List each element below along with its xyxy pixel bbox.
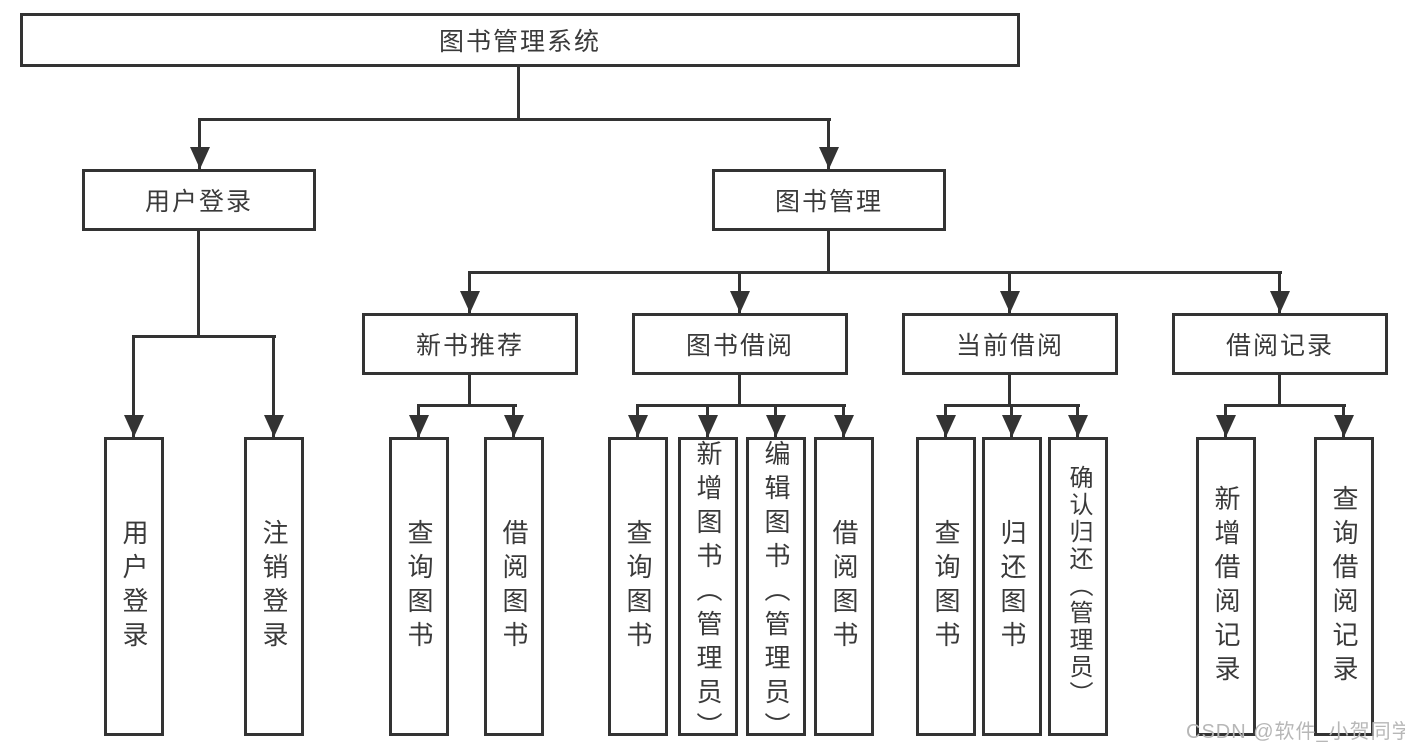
arrow-to-leaf-user-login — [123, 335, 144, 437]
connector-records-rail — [1224, 404, 1346, 407]
node-label: 当前借阅 — [955, 332, 1064, 360]
leaf-label: 编辑图书（管理员） — [761, 440, 791, 746]
arrow-to-book-borrow — [729, 271, 750, 313]
leaf-label: 查询图书 — [931, 518, 961, 655]
arrow-current-leaf-1 — [935, 404, 956, 437]
leaf-borrow-query-books: 查询图书 — [608, 437, 668, 736]
leaf-return-books: 归还图书 — [982, 437, 1042, 736]
connector-borrow-rail — [636, 404, 846, 407]
leaf-label: 借阅图书 — [829, 518, 859, 655]
leaf-add-borrow-record: 新增借阅记录 — [1196, 437, 1256, 736]
connector-current-stem — [1008, 375, 1011, 406]
node-label: 图书管理 — [774, 188, 883, 216]
node-borrow-records: 借阅记录 — [1172, 313, 1388, 375]
leaf-recommend-query-books: 查询图书 — [389, 437, 449, 736]
leaf-logout: 注销登录 — [244, 437, 304, 736]
csdn-watermark: CSDN @软件_小贺同学 — [1186, 721, 1405, 743]
leaf-label: 用户登录 — [119, 518, 149, 655]
leaf-current-query-books: 查询图书 — [916, 437, 976, 736]
leaf-label: 查询借阅记录 — [1329, 484, 1359, 689]
arrow-to-borrow-records — [1269, 271, 1290, 313]
connector-book-management-stem — [827, 231, 830, 274]
connector-user-login-stem — [197, 231, 200, 337]
leaf-label: 新增图书（管理员） — [693, 440, 723, 746]
arrow-to-leaf-logout — [263, 335, 284, 437]
arrow-to-user-login — [189, 118, 210, 169]
leaf-query-borrow-record: 查询借阅记录 — [1314, 437, 1374, 736]
arrow-records-leaf-2 — [1333, 404, 1354, 437]
node-label: 图书管理系统 — [438, 28, 601, 56]
arrow-recommend-leaf-2 — [503, 404, 524, 437]
node-label: 用户登录 — [144, 188, 253, 216]
connector-recommend-stem — [468, 375, 471, 406]
arrow-current-leaf-2 — [1001, 404, 1022, 437]
arrow-to-current-borrow — [999, 271, 1020, 313]
leaf-label: 确认归还（管理员） — [1065, 465, 1092, 708]
arrow-borrow-leaf-1 — [627, 404, 648, 437]
leaf-label: 新增借阅记录 — [1211, 484, 1241, 689]
connector-level1-rail — [198, 118, 831, 121]
connector-root-stem — [517, 67, 520, 120]
connector-records-stem — [1278, 375, 1281, 406]
arrow-borrow-leaf-2 — [697, 404, 718, 437]
leaf-label: 注销登录 — [259, 518, 289, 655]
arrow-borrow-leaf-3 — [765, 404, 786, 437]
node-label: 借阅记录 — [1225, 332, 1334, 360]
node-current-borrow: 当前借阅 — [902, 313, 1118, 375]
leaf-add-books-admin: 新增图书（管理员） — [678, 437, 738, 746]
leaf-label: 查询图书 — [404, 518, 434, 655]
node-label: 新书推荐 — [415, 332, 524, 360]
node-library-management-system: 图书管理系统 — [20, 13, 1020, 67]
node-book-management: 图书管理 — [712, 169, 946, 231]
arrow-recommend-leaf-1 — [408, 404, 429, 437]
arrow-records-leaf-1 — [1215, 404, 1236, 437]
connector-recommend-rail — [417, 404, 517, 407]
leaf-label: 查询图书 — [623, 518, 653, 655]
leaf-edit-books-admin: 编辑图书（管理员） — [746, 437, 806, 746]
leaf-confirm-return-admin: 确认归还（管理员） — [1048, 437, 1108, 736]
node-user-login: 用户登录 — [82, 169, 316, 231]
leaf-borrow-books: 借阅图书 — [814, 437, 874, 736]
arrow-to-new-book-recommend — [459, 271, 480, 313]
connector-borrow-stem — [738, 375, 741, 406]
arrow-borrow-leaf-4 — [833, 404, 854, 437]
arrow-current-leaf-3 — [1067, 404, 1088, 437]
leaf-recommend-borrow-books: 借阅图书 — [484, 437, 544, 736]
node-label: 图书借阅 — [685, 332, 794, 360]
leaf-label: 归还图书 — [997, 518, 1027, 655]
node-new-book-recommend: 新书推荐 — [362, 313, 578, 375]
connector-level2-rail — [468, 271, 1282, 274]
leaf-user-login: 用户登录 — [104, 437, 164, 736]
connector-user-login-rail — [132, 335, 276, 338]
node-book-borrow: 图书借阅 — [632, 313, 848, 375]
leaf-label: 借阅图书 — [499, 518, 529, 655]
arrow-to-book-management — [818, 118, 839, 169]
